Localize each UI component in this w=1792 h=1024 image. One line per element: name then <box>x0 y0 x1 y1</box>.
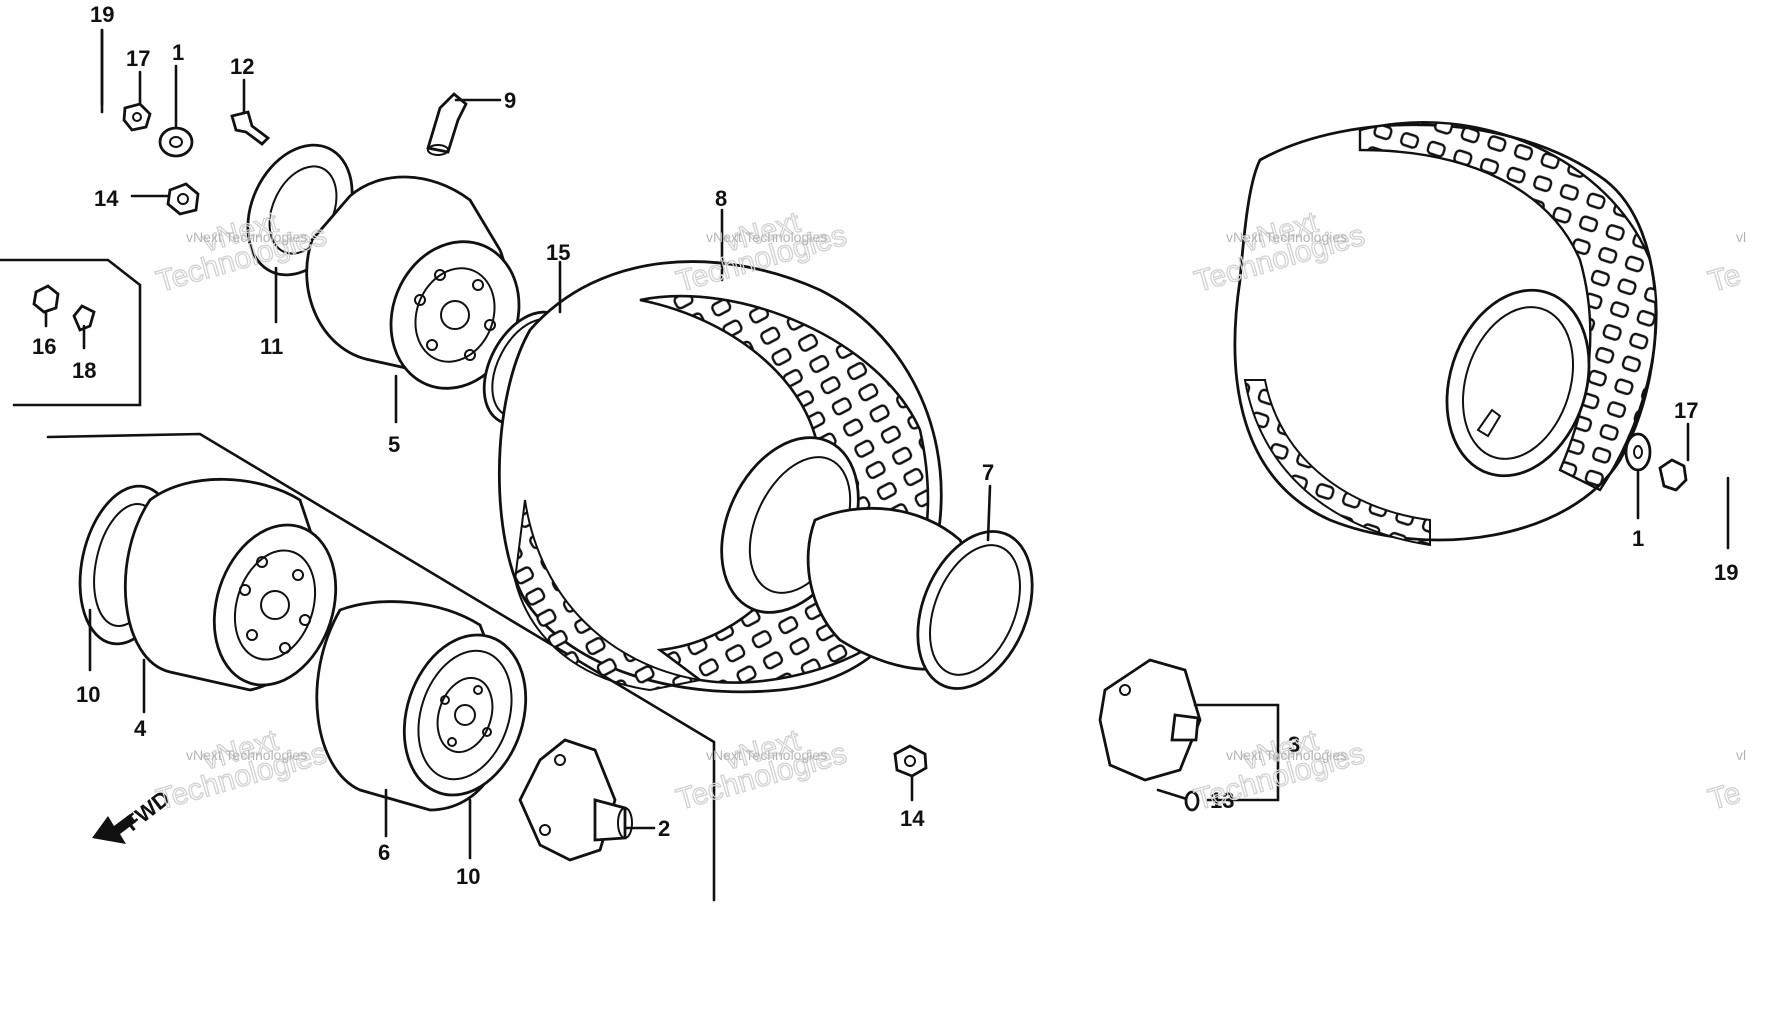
callout-seal-ring: 11 <box>260 334 283 359</box>
callout-rim-half: 5 <box>388 432 400 457</box>
valve-stem-screw-icon <box>230 110 271 146</box>
right-washer-icon <box>1624 432 1652 472</box>
callout-flange-nut: 17 <box>126 46 150 71</box>
callout-right-washer: 1 <box>1632 526 1644 551</box>
callout-lug-nut: 16 <box>32 334 56 359</box>
callout-tire: 8 <box>715 186 727 211</box>
right-nut-icon <box>1658 458 1688 492</box>
callout-hex-nut: 14 <box>94 186 119 211</box>
wheel-half-icon <box>315 600 528 812</box>
bracket-line <box>1193 703 1280 802</box>
callout-hub: 2 <box>658 816 670 841</box>
leader-lines <box>44 28 1690 860</box>
right-hub-icon <box>1098 658 1202 782</box>
watermark-edge-small: vl <box>1736 747 1746 763</box>
rim-half-icon <box>305 175 521 390</box>
callout-valve-screw: 12 <box>230 54 254 79</box>
flange-nut-icon <box>122 102 152 132</box>
callout-wheel-half: 6 <box>378 840 390 865</box>
watermark-edge-small: vl <box>1736 229 1746 245</box>
callout-bottom-nut: 14 <box>900 806 925 831</box>
bottom-nut-icon <box>893 744 928 778</box>
callout-outer-rim: 7 <box>982 460 994 485</box>
callout-stud-bolt: 19 <box>90 2 114 27</box>
watermark-small: vNext Technologies <box>706 229 827 245</box>
callout-lug-washer: 18 <box>72 358 96 383</box>
group-border <box>46 432 716 902</box>
watermark-small: vNext Technologies <box>186 747 307 763</box>
callout-o-ring: 15 <box>546 240 570 265</box>
watermark-small: vNext Technologies <box>1226 229 1347 245</box>
right-tire-icon <box>1233 121 1658 547</box>
callout-right-hub: 3 <box>1288 732 1300 757</box>
watermark-small: vNext Technologies <box>706 747 827 763</box>
hub-bolt-icon <box>1156 788 1200 812</box>
wheel-drum-icon <box>123 477 338 692</box>
callout-tire-valve: 9 <box>504 88 516 113</box>
callout-right-nut: 17 <box>1674 398 1698 423</box>
watermark-edge-large: Te <box>1705 258 1745 298</box>
callout-right-stud: 19 <box>1714 560 1738 585</box>
watermark-small: vNext Technologies <box>1226 747 1347 763</box>
lug-washer-icon <box>72 304 96 332</box>
inset-box <box>0 258 142 407</box>
callout-wheel-drum: 4 <box>134 716 147 741</box>
washer-icon <box>158 126 194 158</box>
outer-rim-icon <box>806 506 1034 690</box>
tire-valve-icon <box>426 92 468 156</box>
lug-nut-icon <box>32 284 60 314</box>
watermark-edge-large: Te <box>1705 776 1745 816</box>
forward-arrow-icon <box>92 814 136 844</box>
callout-wheel-half-rim: 10 <box>456 864 480 889</box>
callout-washer: 1 <box>172 40 184 65</box>
hex-nut-icon <box>166 182 200 216</box>
callout-hub-bolt: 13 <box>1210 788 1234 813</box>
wheel-hub-icon <box>518 738 633 862</box>
callout-rim-ring: 10 <box>76 682 100 707</box>
callout-labels: 19 17 1 12 9 14 11 5 15 8 16 18 7 10 4 6… <box>32 2 1738 889</box>
watermark-small: vNext Technologies <box>186 229 307 245</box>
